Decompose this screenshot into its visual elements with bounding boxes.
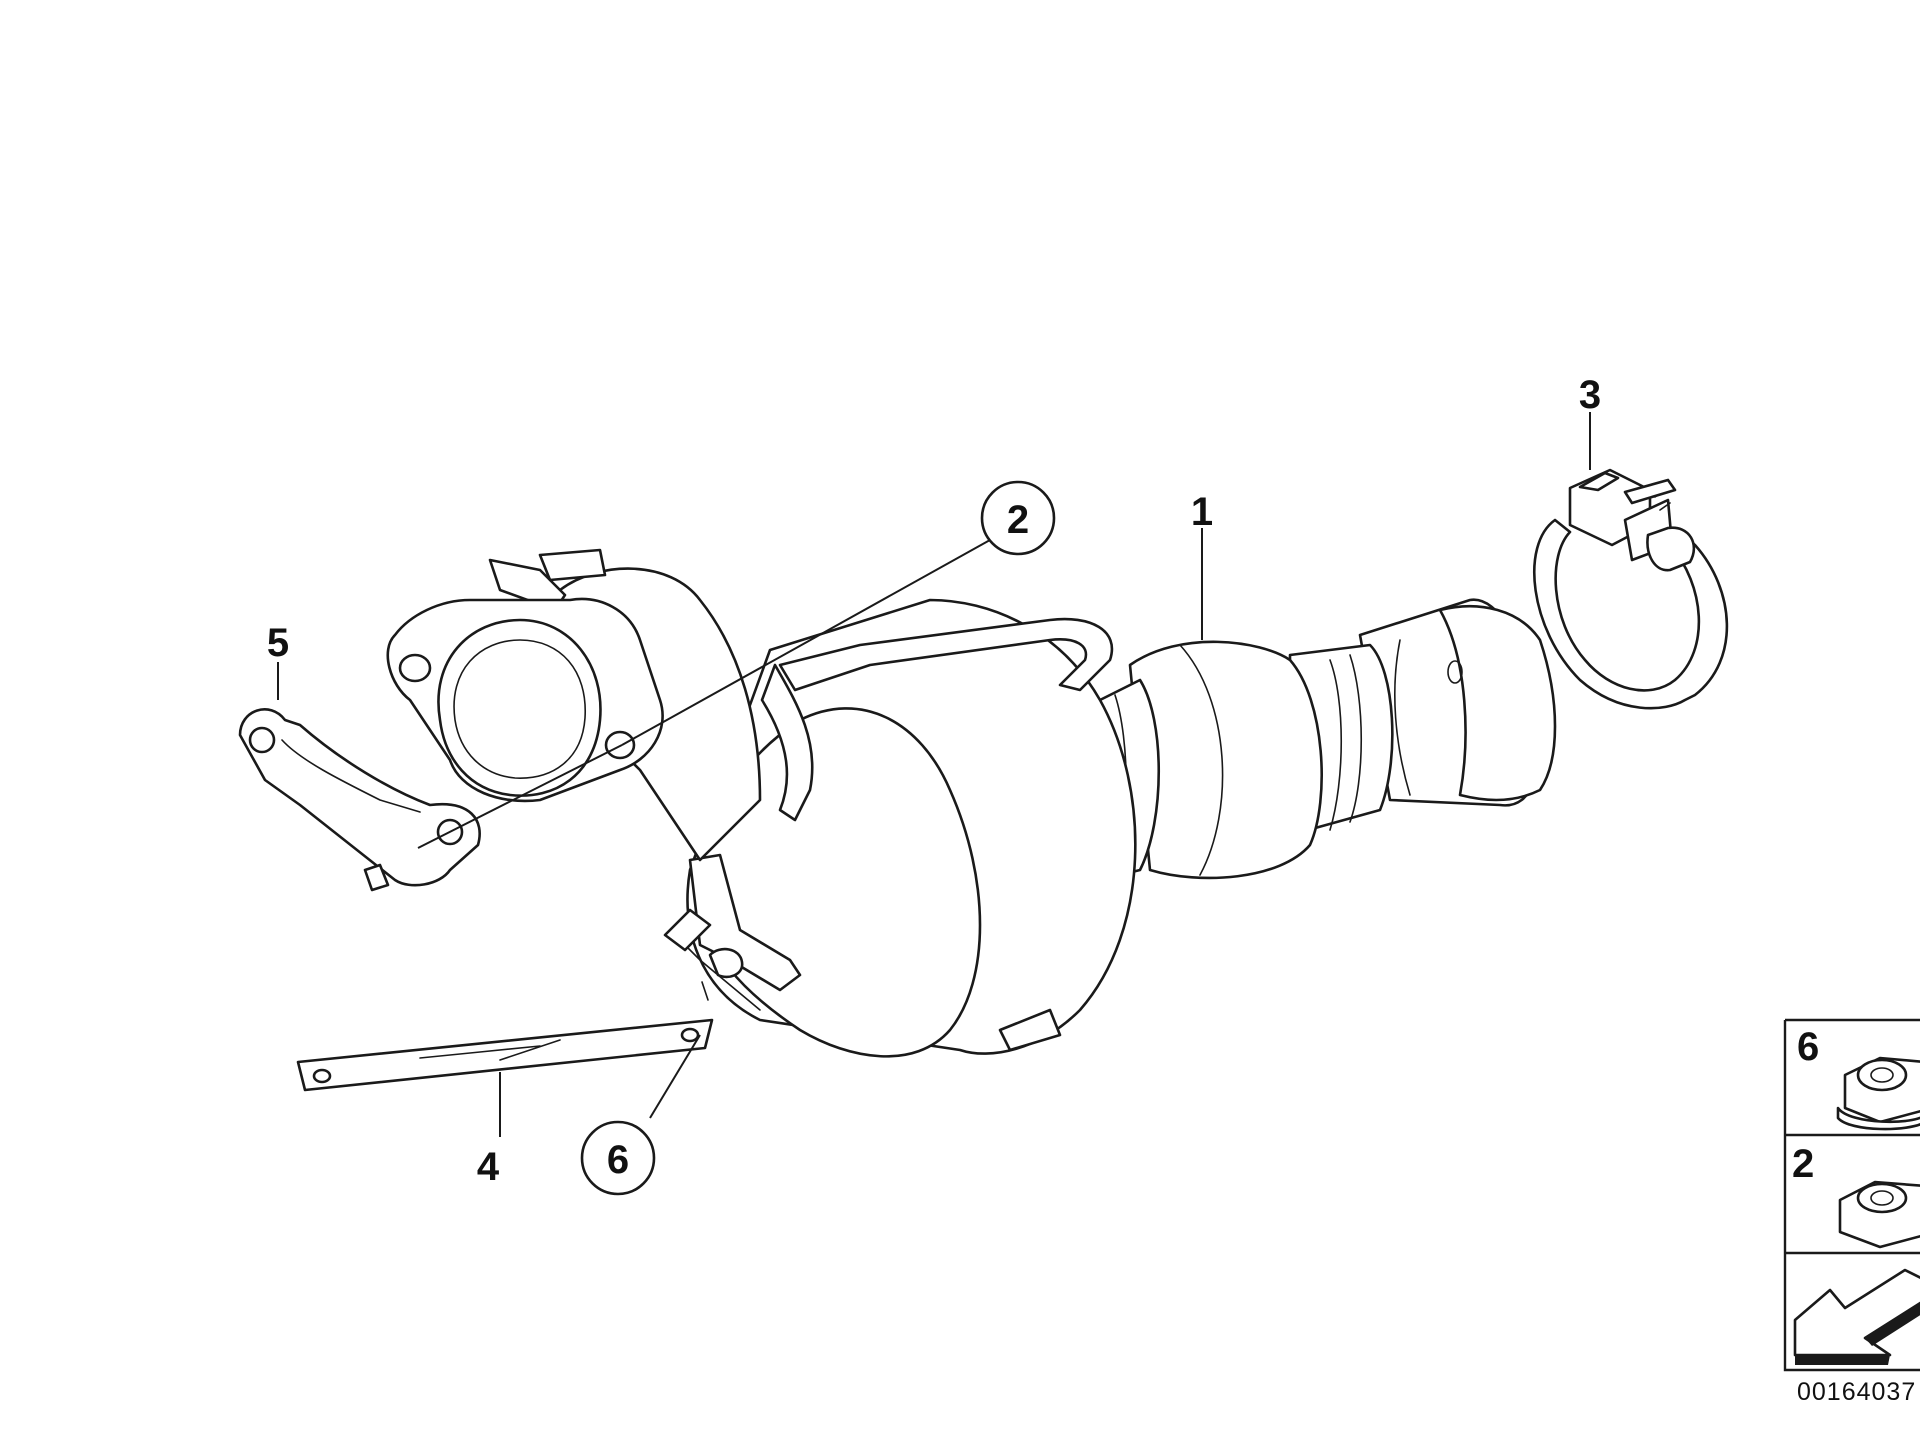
inlet-flange-part: [386, 597, 664, 803]
catalytic-converter-part: [488, 548, 1557, 1058]
hex-nut-icon: [1838, 1180, 1920, 1249]
flange-nut-icon: [1836, 1056, 1920, 1131]
callout-4: 4: [477, 1145, 500, 1189]
callout-6-circle: [580, 1120, 656, 1196]
leader-2a: [621, 539, 991, 746]
reference-arrow-icon: [1793, 1268, 1920, 1365]
callout-2-circle: [980, 480, 1056, 556]
hardware-legend: 6 2: [1783, 1018, 1920, 1372]
band-clamp-part: [1532, 468, 1729, 710]
diagram-id: 00164037: [1797, 1378, 1916, 1406]
callout-3-label: 3: [1579, 373, 1601, 417]
callout-5: 5: [267, 621, 289, 665]
strap-part: [296, 1018, 714, 1092]
callout-3: 3: [1579, 373, 1601, 417]
callout-1-label: 1: [1191, 490, 1213, 534]
leader-lines: [277, 412, 1591, 1137]
legend-item-6-label: 6: [1797, 1025, 1819, 1069]
leader-6: [649, 1034, 701, 1119]
bracket-part: [238, 708, 481, 892]
callout-4-label: 4: [477, 1145, 500, 1189]
callout-2-label: 2: [1007, 498, 1029, 542]
callout-6: 6: [580, 1120, 656, 1196]
callout-5-label: 5: [267, 621, 289, 665]
callout-6-label: 6: [607, 1138, 629, 1182]
callout-1: 1: [1191, 490, 1213, 534]
callout-2: 2: [980, 480, 1056, 556]
legend-item-2-label: 2: [1792, 1142, 1814, 1186]
leader-2b: [417, 744, 623, 849]
